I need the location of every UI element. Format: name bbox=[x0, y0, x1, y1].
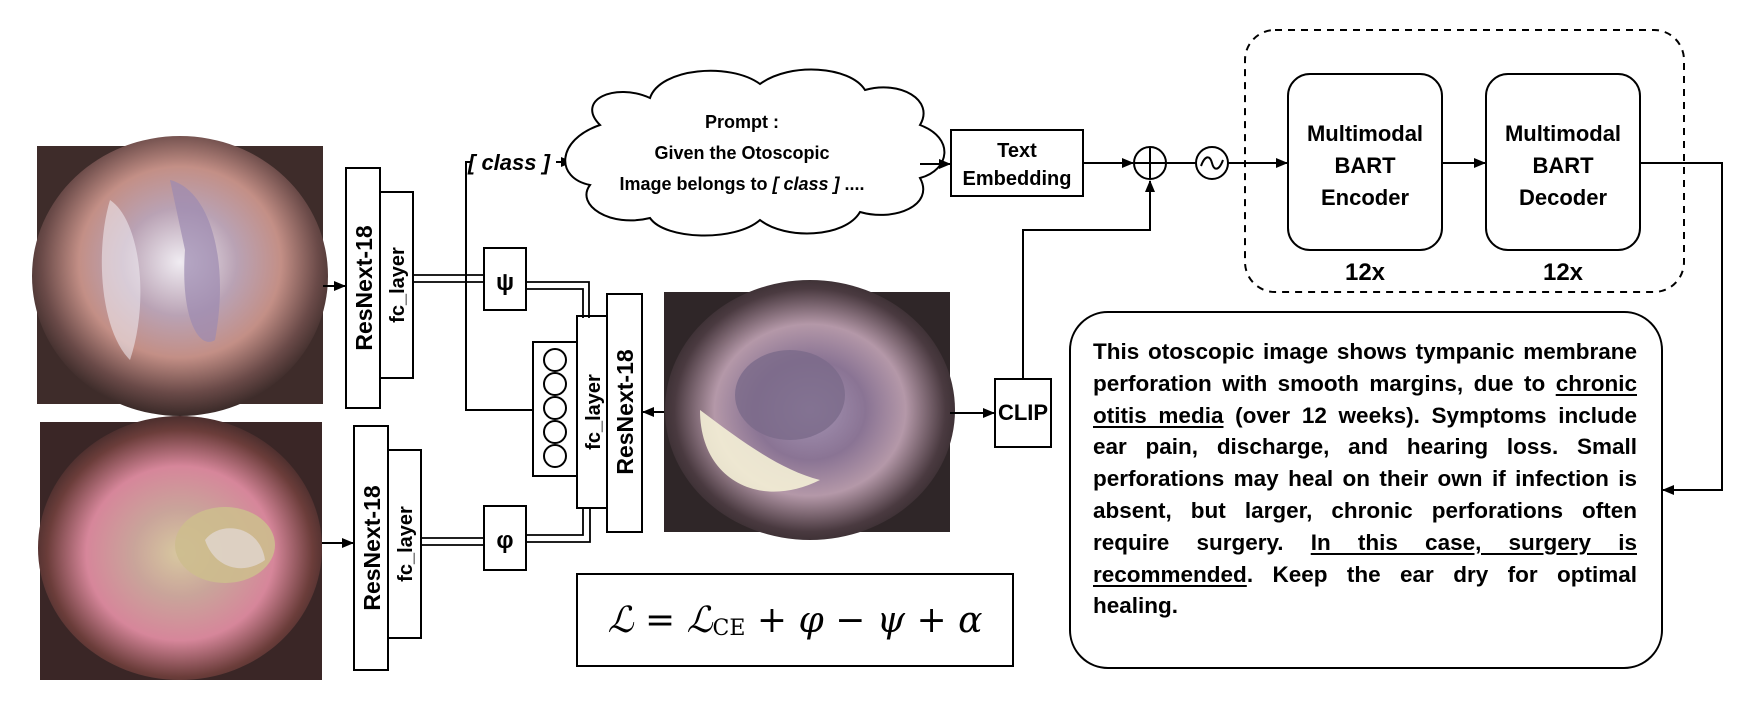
diagnosis-description: This otoscopic image shows tympanic memb… bbox=[1093, 336, 1637, 671]
resnext-block-middle: fc_layer ResNext-18 bbox=[576, 293, 643, 533]
loss-psi: ψ bbox=[876, 599, 906, 641]
resnext-label-middle: ResNext-18 bbox=[612, 349, 638, 474]
description-part3: . Keep the ear dry for optimal healing. bbox=[1093, 561, 1637, 619]
resnext-label-top: ResNext-18 bbox=[351, 225, 377, 350]
text-embedding-box: Text Embedding bbox=[950, 129, 1084, 197]
sum-operator bbox=[1133, 146, 1167, 180]
loss-formula-box bbox=[576, 573, 1014, 667]
prompt-title: Prompt : bbox=[705, 112, 779, 132]
clip-label: CLIP bbox=[998, 400, 1048, 425]
decoder-line1: Multimodal bbox=[1505, 121, 1621, 146]
bart-encoder-box: Multimodal BART Encoder bbox=[1287, 73, 1443, 251]
resnext-block-top: ResNext-18 fc_layer bbox=[345, 167, 414, 409]
loss-ce: ℒ bbox=[686, 599, 713, 641]
loss-eq: = bbox=[644, 599, 676, 641]
loss-phi: φ bbox=[798, 599, 824, 641]
encoder-line2: BART bbox=[1334, 153, 1396, 178]
description-highlight-diagnosis: chronic otitis media bbox=[1093, 370, 1637, 428]
resnext-label-bottom: ResNext-18 bbox=[359, 485, 385, 610]
fc-layer-label-top: fc_layer bbox=[387, 247, 409, 323]
encoder-line1: Multimodal bbox=[1307, 121, 1423, 146]
clip-box: CLIP bbox=[994, 378, 1052, 448]
encoder-repeat: 12x bbox=[1345, 259, 1386, 286]
decoder-line3: Decoder bbox=[1519, 185, 1607, 210]
double-connector-psi bbox=[413, 274, 590, 318]
loss-lhs: ℒ bbox=[607, 599, 634, 641]
decoder-line2: BART bbox=[1532, 153, 1594, 178]
description-highlight-recommendation: In this case, surgery is recommended bbox=[1093, 529, 1637, 587]
decoder-repeat: 12x bbox=[1543, 259, 1584, 286]
phi-label: φ bbox=[496, 527, 513, 554]
bart-container bbox=[1244, 29, 1685, 293]
loss-alpha: α bbox=[958, 599, 983, 641]
class-embedding-stack bbox=[532, 341, 578, 477]
text-embedding-line2: Embedding bbox=[963, 168, 1072, 190]
loss-plus-2: + bbox=[916, 599, 947, 641]
prompt-line1: Given the Otoscopic bbox=[654, 143, 829, 163]
tilde-operator bbox=[1195, 146, 1229, 180]
description-box bbox=[1069, 311, 1663, 669]
fc-layer-label-middle: fc_layer bbox=[583, 374, 605, 450]
resnext-block-bottom: ResNext-18 fc_layer bbox=[353, 425, 422, 671]
prompt-cloud: Prompt : Given the Otoscopic Image belon… bbox=[564, 68, 946, 237]
description-part1: This otoscopic image shows tympanic memb… bbox=[1093, 339, 1637, 396]
text-embedding-line1: Text bbox=[997, 140, 1037, 162]
class-label: [ class ] bbox=[467, 150, 551, 175]
loss-ce-subscript: CE bbox=[712, 615, 746, 641]
psi-block: ψ bbox=[483, 247, 527, 311]
double-connector-phi bbox=[421, 508, 591, 546]
arrow-decoder-to-description bbox=[1640, 162, 1723, 495]
arrow-clip-to-sum bbox=[1022, 180, 1155, 379]
fc-layer-label-bottom: fc_layer bbox=[395, 506, 417, 582]
loss-plus-1: + bbox=[756, 599, 788, 641]
otoscopic-image-2 bbox=[38, 416, 322, 680]
prompt-line2: Image belongs to [ class ] .... bbox=[619, 174, 864, 194]
encoder-line3: Encoder bbox=[1321, 185, 1409, 210]
class-connector bbox=[465, 161, 533, 411]
loss-minus: − bbox=[835, 599, 866, 641]
description-part2: (over 12 weeks). Symptoms include ear pa… bbox=[1093, 402, 1638, 555]
bart-decoder-box: Multimodal BART Decoder bbox=[1485, 73, 1641, 251]
psi-label: ψ bbox=[496, 269, 514, 296]
otoscopic-image-3 bbox=[664, 280, 955, 540]
otoscopic-image-1 bbox=[32, 136, 328, 416]
phi-block: φ bbox=[483, 505, 527, 571]
